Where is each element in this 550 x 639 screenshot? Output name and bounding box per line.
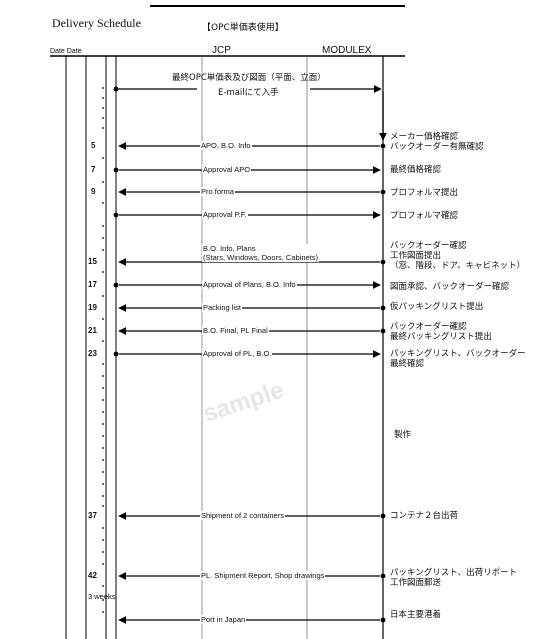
document-subtitle: 【OPC単価表使用】	[202, 23, 284, 33]
date-tick-dot	[102, 551, 104, 553]
date-tick-dot	[102, 237, 104, 239]
date-tick-dot	[102, 375, 104, 377]
date-tick-dot	[102, 295, 104, 297]
date-tick-dot	[102, 459, 104, 461]
jcp-dot	[113, 212, 119, 218]
modulex-note: 最終価格確認	[390, 165, 442, 175]
flow-label: Pro forma	[200, 187, 235, 196]
jcp-dot	[113, 282, 119, 288]
flow-label: B.O. Info, Plans (Stars, Windows, Doors,…	[202, 244, 320, 262]
date-tick-dot	[102, 181, 104, 183]
date-tick-dot	[102, 225, 104, 227]
modulex-note: バックオーダー確認 工作図面提出 （窓、階段、ドア、キャビネット）	[390, 241, 526, 271]
modulex-note: バックオーダー確認 最終パッキングリスト提出	[390, 322, 492, 342]
date-tick-dot	[102, 563, 104, 565]
top-note-line2: E-mailにて入手	[218, 88, 279, 98]
flow-label: B.O. Final, PL Final	[202, 326, 269, 335]
modulex-note: パッキングリスト、バックオーダー 最終確認	[390, 349, 526, 369]
modulex-dot	[380, 617, 386, 623]
date-tick-dot	[102, 117, 104, 119]
day-number: 15	[88, 257, 97, 266]
date-tick-dot	[102, 585, 104, 587]
flow-label: Packing list	[202, 303, 242, 312]
date-tick-dot	[102, 271, 104, 273]
day-number: 5	[91, 141, 96, 150]
jcp-column-header: JCP	[212, 45, 231, 56]
document-title: Delivery Schedule	[52, 16, 141, 30]
flow-label: APO, B.O. Info	[200, 141, 252, 150]
modulex-note: 日本主要港着	[390, 610, 442, 620]
date-tick-dot	[102, 399, 104, 401]
date-tick-dot	[102, 363, 104, 365]
flow-label: Approval P.F.	[202, 210, 248, 219]
date-tick-dot	[102, 127, 104, 129]
three-weeks-label: 3 weeks	[88, 592, 116, 601]
day-number: 42	[88, 571, 97, 580]
top-note-line1: 最終OPC単価表及び図面（平面、立面）	[172, 73, 326, 83]
date-tick-dot	[102, 447, 104, 449]
modulex-dot	[380, 573, 386, 579]
date-tick-dot	[102, 249, 104, 251]
modulex-column-header: MODULEX	[322, 45, 372, 56]
modulex-note: コンテナ２台出荷	[390, 511, 459, 521]
date-tick-dot	[102, 411, 104, 413]
modulex-note: プロフォルマ確認	[390, 211, 459, 221]
date-column-header: Date Date	[50, 48, 82, 55]
date-tick-dot	[102, 435, 104, 437]
date-tick-dot	[102, 527, 104, 529]
jcp-dot	[113, 167, 119, 173]
flow-label: Port in Japan	[200, 615, 247, 624]
day-number: 17	[88, 280, 97, 289]
day-number: 19	[88, 303, 97, 312]
modulex-note: 仮パッキングリスト提出	[390, 302, 484, 312]
modulex-dot	[380, 513, 386, 519]
date-tick-dot	[102, 107, 104, 109]
date-tick-dot	[102, 340, 104, 342]
date-tick-dot	[102, 97, 104, 99]
date-tick-dot	[102, 202, 104, 204]
modulex-dot	[380, 305, 386, 311]
flow-label: PL. Shipment Report, Shop drawings	[200, 571, 326, 580]
modulex-note: パッキングリスト、出荷リポート 工作図面郵送	[390, 568, 518, 588]
day-number: 21	[88, 326, 97, 335]
flow-label: Approval of PL, B.O.	[202, 349, 273, 358]
flow-label: Approval APO	[202, 165, 252, 174]
modulex-note: プロフォルマ提出	[390, 188, 459, 198]
date-tick-dot	[102, 483, 104, 485]
day-number: 37	[88, 511, 97, 520]
day-number: 9	[91, 187, 96, 196]
modulex-note: メーカー価格確認 バックオーダー有無確認	[390, 132, 484, 152]
date-tick-dot	[102, 157, 104, 159]
date-tick-dot	[102, 495, 104, 497]
date-tick-dot	[102, 471, 104, 473]
modulex-dot	[380, 328, 386, 334]
modulex-dot	[380, 143, 386, 149]
date-tick-dot	[102, 539, 104, 541]
modulex-dot	[380, 259, 386, 265]
date-tick-dot	[102, 318, 104, 320]
modulex-dot	[380, 189, 386, 195]
date-tick-dot	[102, 599, 104, 601]
modulex-note: 図面承認、バックオーダー確認	[390, 282, 510, 292]
date-tick-dot	[102, 387, 104, 389]
flow-label: Approval of Plans, B.O. Info	[202, 280, 297, 289]
jcp-dot	[113, 351, 119, 357]
date-tick-dot	[102, 611, 104, 613]
date-tick-dot	[102, 423, 104, 425]
day-number: 23	[88, 349, 97, 358]
modulex-note: 製作	[394, 430, 412, 440]
day-number: 7	[91, 165, 96, 174]
flow-label: Shipment of 2 containers	[200, 511, 285, 520]
date-tick-dot	[102, 505, 104, 507]
date-tick-dot	[102, 87, 104, 89]
